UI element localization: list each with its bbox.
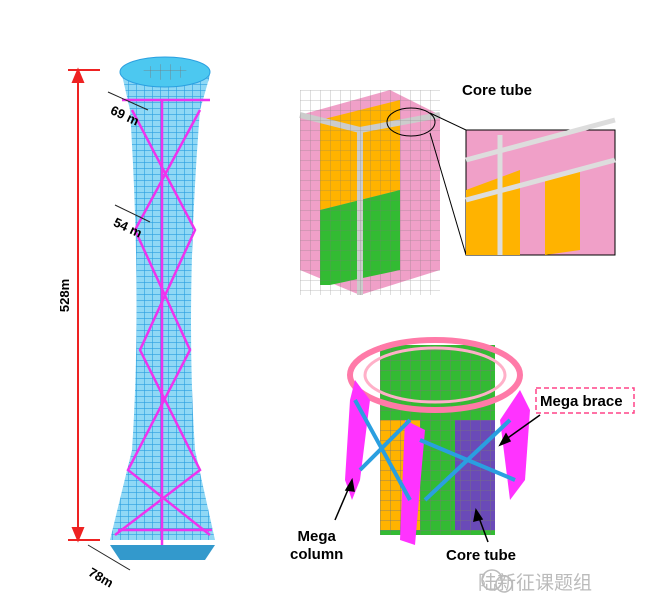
mega-brace-label: Mega brace — [540, 393, 623, 410]
core-tube-label-bottom: Core tube — [446, 547, 517, 564]
watermark: 陆新征课题组 — [478, 573, 593, 594]
base-model — [334, 337, 635, 545]
width-dimension-lines — [87, 91, 151, 571]
watermark-logo — [481, 569, 513, 593]
core-tube-model — [299, 90, 616, 295]
height-arrow — [68, 67, 100, 543]
tower-model — [110, 56, 215, 560]
core-tube-label-top: Core tube — [462, 82, 533, 99]
height-label: 528m — [57, 278, 73, 313]
mega-column-label: Mega column — [290, 528, 344, 563]
